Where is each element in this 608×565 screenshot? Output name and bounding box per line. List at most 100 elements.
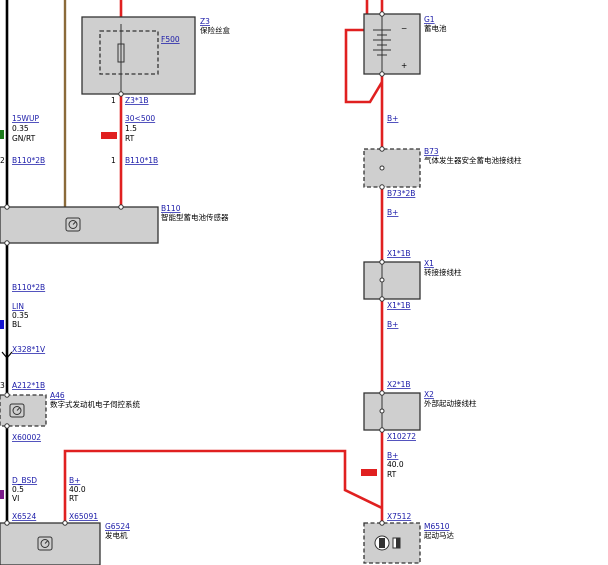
g1-name: 蓄电池 — [424, 23, 447, 33]
pin-b110-a — [4, 204, 10, 210]
x1-name: 转接接线柱 — [424, 267, 462, 277]
x2-pin-top[interactable]: X2*1B — [387, 380, 411, 389]
wire-lin-color: BL — [12, 320, 22, 329]
ecu-icon — [9, 403, 25, 418]
z3-name: 保险丝盒 — [200, 25, 230, 35]
g6524-generator[interactable] — [0, 522, 101, 565]
b110-pin-a[interactable]: B110*2B — [12, 156, 45, 165]
a46-pin-number: 3 — [0, 381, 5, 390]
g6524-id[interactable]: G6524 — [105, 522, 130, 531]
m6510-id[interactable]: M6510 — [424, 522, 450, 531]
x1-junction[interactable] — [363, 261, 421, 300]
fuse-icon — [117, 43, 125, 63]
wire-30-size: 1.5 — [125, 124, 137, 133]
pin-b73-top — [379, 146, 385, 152]
a46-engine-control[interactable] — [0, 394, 47, 427]
generator-icon — [37, 536, 53, 551]
g6524-name: 发电机 — [105, 530, 128, 540]
b110-pin-number-a: 2 — [0, 156, 5, 165]
pin-b73-mid — [379, 165, 385, 171]
x328-connector-arrow — [1, 351, 13, 360]
b73-pin[interactable]: B73*2B — [387, 189, 415, 198]
b110-name: 智能型蓄电池传感器 — [161, 212, 229, 222]
wire-lin-signal[interactable]: LIN — [12, 302, 24, 311]
motor-icon — [374, 535, 401, 551]
wire-color-marker-gnrt — [0, 130, 4, 139]
pin-x1-top — [379, 259, 385, 265]
wire-generator[interactable] — [63, 449, 383, 523]
wire-start-signal[interactable]: B+ — [387, 451, 398, 460]
f500-id[interactable]: F500 — [161, 35, 180, 44]
m6510-starter-motor[interactable] — [363, 522, 421, 564]
pin-g6524-a — [4, 520, 10, 526]
wire-color-marker-vi — [0, 490, 4, 499]
pin-g1-top — [379, 11, 385, 17]
wires — [5, 0, 384, 523]
wire-30-signal[interactable]: 30<500 — [125, 114, 155, 123]
a46-pin-bottom[interactable]: X60002 — [12, 433, 41, 442]
b110-pin-b[interactable]: B110*1B — [125, 156, 158, 165]
g1-battery[interactable] — [363, 13, 421, 75]
battery-plus-label: + — [401, 61, 407, 70]
wire-dbsd-color: VI — [12, 494, 19, 503]
wire-30-color: RT — [125, 134, 135, 143]
pin-b110-a-bottom — [4, 240, 10, 246]
x328-label[interactable]: X328*1V — [12, 345, 46, 354]
wire-color-marker-rt — [101, 132, 117, 139]
b110-id[interactable]: B110 — [161, 204, 181, 213]
wire-dbsd-signal[interactable]: D_BSD — [12, 476, 37, 485]
x2-name: 外部起动接线柱 — [424, 398, 477, 408]
wire-dbsd-size: 0.5 — [12, 485, 24, 494]
wire-color-marker-bl — [0, 320, 4, 329]
x2-pin-bottom[interactable]: X10272 — [387, 432, 416, 441]
g6524-pin-a[interactable]: X6524 — [12, 512, 36, 521]
pin-x1-mid — [379, 277, 385, 283]
wire-gen-signal[interactable]: B+ — [69, 476, 80, 485]
pin-g6524-b — [62, 520, 68, 526]
z3-id[interactable]: Z3 — [200, 17, 210, 26]
f500-fuse[interactable] — [99, 30, 159, 75]
pin-a46-bottom — [4, 423, 10, 429]
pin-x1-bottom — [379, 296, 385, 302]
wire-gen-size: 40.0 — [69, 485, 86, 494]
wire-15wup-signal[interactable]: 15WUP — [12, 114, 39, 123]
ecu-icon — [65, 217, 81, 232]
battery-minus-label: − — [401, 24, 407, 33]
pin-x2-bottom — [379, 427, 385, 433]
m6510-pin[interactable]: X7512 — [387, 512, 411, 521]
wire-15wup-color: GN/RT — [12, 134, 36, 143]
wire-lin-size: 0.35 — [12, 311, 29, 320]
g1-id[interactable]: G1 — [424, 15, 435, 24]
bplus-label-3[interactable]: B+ — [387, 320, 398, 329]
bplus-label-2[interactable]: B+ — [387, 208, 398, 217]
b110-pin-number-b: 1 — [111, 156, 116, 165]
bplus-label-1[interactable]: B+ — [387, 114, 398, 123]
a46-name: 数字式发动机电子伺控系统 — [50, 399, 140, 409]
b110-pin-a-bottom[interactable]: B110*2B — [12, 283, 45, 292]
wire-color-marker-starter — [361, 469, 377, 476]
a46-id[interactable]: A46 — [50, 391, 65, 400]
x1-id[interactable]: X1 — [424, 259, 434, 268]
wire-gen-color: RT — [69, 494, 79, 503]
a46-pin-top[interactable]: A212*1B — [12, 381, 45, 390]
x1-pin-bottom[interactable]: X1*1B — [387, 301, 411, 310]
pin-b110-b — [118, 204, 124, 210]
pin-b73-bottom — [379, 184, 385, 190]
pin-z3 — [118, 91, 124, 97]
pin-x2-top — [379, 390, 385, 396]
b73-id[interactable]: B73 — [424, 147, 439, 156]
b73-terminal[interactable] — [363, 148, 421, 188]
pin-x2-mid — [379, 408, 385, 414]
m6510-name: 起动马达 — [424, 530, 454, 540]
b110-battery-sensor[interactable] — [0, 206, 159, 244]
z3-pin-number: 1 — [111, 96, 116, 105]
z3-pin-label[interactable]: Z3*1B — [125, 96, 149, 105]
pin-m6510 — [379, 520, 385, 526]
x2-id[interactable]: X2 — [424, 390, 434, 399]
x1-pin-top[interactable]: X1*1B — [387, 249, 411, 258]
wire-start-color: RT — [387, 470, 397, 479]
g6524-pin-b[interactable]: X65091 — [69, 512, 98, 521]
pin-g1-bottom — [379, 71, 385, 77]
x2-jump-start-terminal[interactable] — [363, 392, 421, 431]
